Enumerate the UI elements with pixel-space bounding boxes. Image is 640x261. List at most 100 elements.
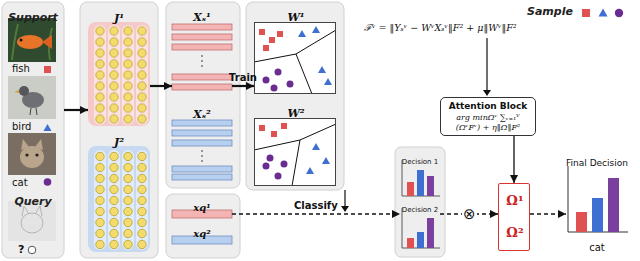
edge-label: Classify xyxy=(294,200,338,211)
feature-name: xq¹ xyxy=(193,202,210,213)
classifier-plots-part-part xyxy=(298,30,306,37)
classifier-plots-part-part xyxy=(287,81,294,88)
feature-bars-part-part xyxy=(172,130,232,136)
text-holder: Ω² xyxy=(499,222,531,241)
bird-photo-part xyxy=(19,86,29,96)
wires-part xyxy=(344,190,345,207)
feature-bars-part-part xyxy=(172,84,232,90)
cat-photo-part xyxy=(25,153,28,156)
query-feature: xq² xyxy=(172,236,232,244)
block-title: Attention Block xyxy=(445,101,531,111)
text-holder: xq¹ xyxy=(172,196,232,215)
fish-photo-part xyxy=(17,35,43,49)
feature-bars-part xyxy=(172,24,232,218)
block-formula: arg minΩᵛ ∑ᵥ₌₁ⱽ (ΩᵛFᵛ) + η‖Ω‖F² xyxy=(445,113,531,131)
panel-backgrounds-part xyxy=(2,2,64,258)
attention-block: Attention Block arg minΩᵛ ∑ᵥ₌₁ⱽ (ΩᵛFᵛ) + … xyxy=(440,97,536,136)
decision-charts-part xyxy=(592,198,603,232)
sample-symbols-part xyxy=(582,9,590,17)
bird-photo-part xyxy=(8,76,56,119)
feature-bars-part-part xyxy=(172,24,232,30)
extractor-block: J¹ xyxy=(88,22,150,126)
classifier-plots-part xyxy=(263,155,288,180)
fish-photo-part xyxy=(12,24,52,60)
classifier-plots-part-part xyxy=(277,31,283,37)
classifier-plots-part xyxy=(306,143,330,174)
classifier-name: W² xyxy=(287,108,304,120)
decision-charts-part xyxy=(576,212,587,232)
classifier-plots-part-part xyxy=(312,143,320,150)
classifier-plots-part xyxy=(263,69,294,92)
feature-bars-part-part xyxy=(172,174,232,180)
class-symbols xyxy=(28,66,51,254)
class-symbols-part xyxy=(44,178,52,186)
connector xyxy=(232,85,254,87)
connector xyxy=(232,213,400,214)
feature-bars-part-part xyxy=(201,160,203,162)
feature-bars-part-part xyxy=(201,155,203,157)
chart-title: Decision 2 xyxy=(402,207,438,215)
decision-charts xyxy=(402,160,628,248)
text-holder: W² xyxy=(255,102,337,121)
fish-photo-part xyxy=(20,39,23,42)
feature-bars-part-part xyxy=(201,60,203,62)
extractor-block: J² xyxy=(88,146,150,252)
feature-extractors-part xyxy=(93,151,149,250)
classifier-plot: W¹ xyxy=(254,22,336,94)
classifier-plot: W² xyxy=(254,118,336,186)
decision-charts-part xyxy=(568,166,628,232)
sample-symbols-part xyxy=(615,9,623,17)
fish-photo-part xyxy=(42,35,52,49)
decision-charts-part xyxy=(608,178,619,232)
text-holder: Decision 1 xyxy=(400,149,440,168)
sample-symbols-part xyxy=(599,9,608,17)
classifier-plots-part-part xyxy=(271,85,278,92)
feature-bars-part-part xyxy=(172,34,232,40)
text-holder: Xₛ¹ xyxy=(172,6,232,25)
classifier-plots-part-part xyxy=(281,161,288,168)
edge-label: ⊗ xyxy=(462,207,477,222)
feature-extractors-part xyxy=(88,22,150,126)
classifier-plots-part-part xyxy=(322,157,330,164)
classifier-plots-part-part xyxy=(324,78,332,85)
chart-title: Final Decision xyxy=(566,159,628,169)
final-chart: Final Decisioncat xyxy=(566,165,628,233)
classifier-plots-part xyxy=(298,26,332,85)
query-photo-part xyxy=(21,213,43,233)
cat-photo-part xyxy=(35,153,38,156)
decision-chart: Decision 1 xyxy=(400,160,440,197)
panel-backgrounds-part xyxy=(166,2,240,188)
text-holder: Final Decision xyxy=(566,151,628,170)
classifier-plots-part-part xyxy=(269,37,275,43)
feature-bars-part xyxy=(172,120,232,244)
legend-title: Sample xyxy=(527,6,573,18)
classifier-plots-part xyxy=(259,29,283,51)
feature-extractors xyxy=(88,22,150,252)
text-holder: Ω¹ xyxy=(499,190,531,209)
query-feature: xq¹ xyxy=(172,210,232,218)
text-holder: Support xyxy=(2,6,64,25)
panel-backgrounds-part xyxy=(246,2,344,190)
weight-symbol: Ω² xyxy=(506,226,523,240)
feature-stack: Xₛ² xyxy=(172,118,232,180)
decision-charts-part xyxy=(407,182,414,196)
decision-charts-part xyxy=(417,170,424,196)
wires-part xyxy=(341,206,349,212)
classifier-plots-part-part xyxy=(259,125,265,131)
text-holder: W¹ xyxy=(255,6,337,25)
weight-box: Ω¹ Ω² xyxy=(498,183,530,251)
feature-bars-part-part xyxy=(172,140,232,146)
panel-heading: Support xyxy=(8,12,58,24)
extractor-name: J² xyxy=(114,137,124,149)
classifier-plots-part xyxy=(292,140,300,186)
classifier-plots-part-part xyxy=(306,167,314,174)
classifier-plots-part-part xyxy=(267,155,274,162)
classifier-plots-part-part xyxy=(263,77,270,84)
class-symbols-part xyxy=(44,66,51,73)
sample-symbols xyxy=(582,9,623,18)
classifier-plots-part xyxy=(254,30,336,62)
